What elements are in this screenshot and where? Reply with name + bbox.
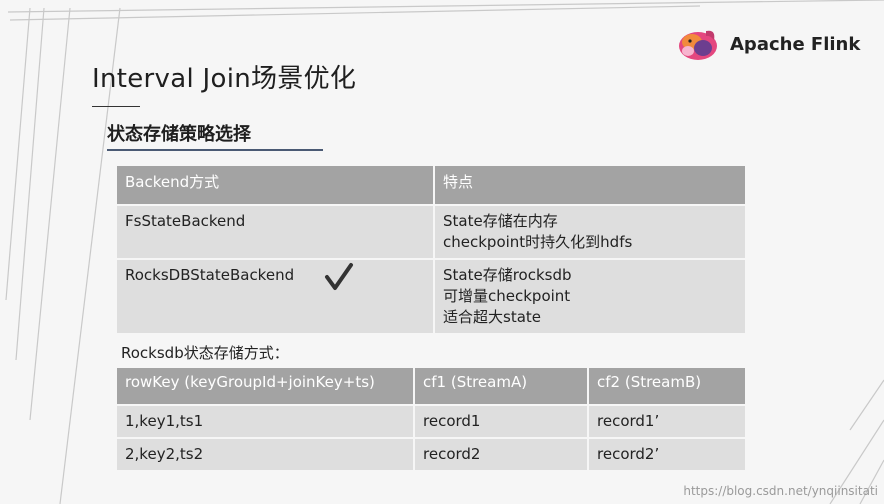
- table-cell: 2,key2,ts2: [117, 439, 413, 470]
- table-row: FsStateBackend State存储在内存 checkpoint时持久化…: [117, 206, 745, 258]
- feature-line: 适合超大state: [443, 308, 541, 326]
- table-row: 1,key1,ts1 record1 record1’: [117, 406, 745, 437]
- table-cell: 1,key1,ts1: [117, 406, 413, 437]
- brand-name: Apache Flink: [730, 33, 861, 55]
- feature-line: 可增量checkpoint: [443, 287, 571, 305]
- slide-title: Interval Join场景优化: [92, 64, 357, 94]
- table-cell: record2’: [589, 439, 745, 470]
- section-subtitle: 状态存储策略选择: [107, 124, 251, 145]
- feature-line: State存储在内存: [443, 212, 558, 230]
- title-underline: [92, 106, 140, 107]
- flink-squirrel-logo: [679, 30, 717, 60]
- table-header-row: rowKey (keyGroupId+joinKey+ts) cf1 (Stre…: [117, 368, 745, 404]
- table-cell: record1’: [589, 406, 745, 437]
- table-row: RocksDBStateBackend State存储rocksdb 可增量ch…: [117, 260, 745, 333]
- table-cell: record1: [415, 406, 587, 437]
- table-header-cell: rowKey (keyGroupId+joinKey+ts): [117, 368, 413, 404]
- feature-line: State存储rocksdb: [443, 266, 572, 284]
- table-header-cell: cf1 (StreamA): [415, 368, 587, 404]
- table-row: 2,key2,ts2 record2 record2’: [117, 439, 745, 470]
- table-cell: record2: [415, 439, 587, 470]
- watermark: https://blog.csdn.net/ynqiinsitati: [683, 484, 878, 498]
- rocksdb-table: rowKey (keyGroupId+joinKey+ts) cf1 (Stre…: [115, 366, 747, 472]
- table-header-row: Backend方式 特点: [117, 166, 745, 204]
- backend-features-cell: State存储在内存 checkpoint时持久化到hdfs: [435, 206, 745, 258]
- brand: Apache Flink: [676, 26, 860, 62]
- backend-name-cell: RocksDBStateBackend: [117, 260, 433, 333]
- backend-table: Backend方式 特点 FsStateBackend State存储在内存 c…: [115, 164, 747, 335]
- table-header-cell: cf2 (StreamB): [589, 368, 745, 404]
- check-icon: [325, 263, 353, 290]
- backend-features-cell: State存储rocksdb 可增量checkpoint 适合超大state: [435, 260, 745, 333]
- table-header-cell: Backend方式: [117, 166, 433, 204]
- feature-line: checkpoint时持久化到hdfs: [443, 233, 633, 251]
- rocksdb-storage-label: Rocksdb状态存储方式：: [121, 344, 289, 362]
- backend-name-cell: FsStateBackend: [117, 206, 433, 258]
- subtitle-underline: [107, 149, 323, 151]
- table-header-cell: 特点: [435, 166, 745, 204]
